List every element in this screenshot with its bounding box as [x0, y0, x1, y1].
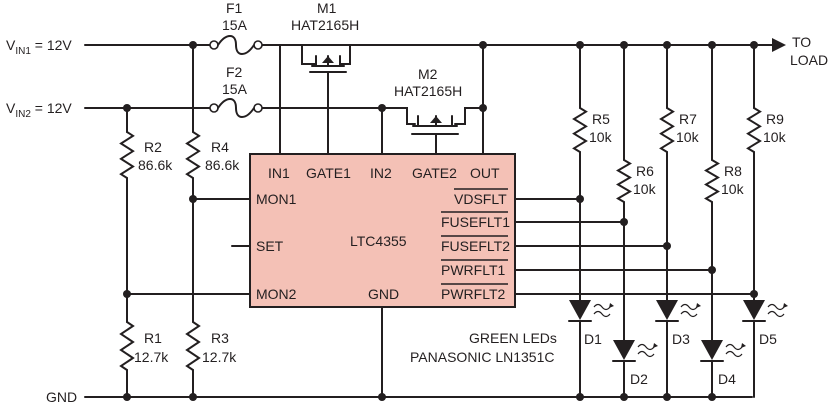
m2-ref: M2 [418, 66, 438, 82]
resistor-r1-symbol [119, 321, 135, 371]
d4-label: D4 [718, 371, 736, 387]
pin-gate1: GATE1 [306, 165, 351, 181]
pin-mon1: MON1 [256, 191, 297, 207]
to-load-line2: LOAD [790, 52, 828, 68]
f2-value: 15A [222, 81, 248, 97]
mosfet-m1 [309, 55, 347, 81]
pin-vdsflt: VDSFLT [454, 191, 507, 207]
vin1-label: VIN1 = 12V [6, 37, 72, 57]
r6-ref: R6 [636, 163, 654, 179]
led-d4-symbol [700, 340, 746, 362]
f1-value: 15A [222, 17, 248, 33]
r7-value: 10k [676, 129, 700, 145]
pin-set: SET [256, 238, 284, 254]
fuse-f2 [209, 98, 263, 118]
led-note-line1: GREEN LEDs [469, 330, 557, 346]
ic-ltc4355-body [249, 153, 516, 308]
resistor-r7-symbol [659, 107, 675, 153]
to-load-arrow [772, 38, 786, 52]
pin-gnd: GND [368, 286, 399, 302]
led-d1-symbol [568, 300, 614, 322]
r8-value: 10k [721, 181, 745, 197]
d2-label: D2 [630, 371, 648, 387]
pin-gate2: GATE2 [412, 165, 457, 181]
r4-value: 86.6k [205, 157, 240, 173]
pin-in1: IN1 [268, 165, 290, 181]
r5-value: 10k [589, 129, 613, 145]
active-low-overbars [441, 188, 508, 285]
f1-ref: F1 [226, 0, 243, 16]
to-load-line1: TO [792, 34, 811, 50]
junction-dots [123, 41, 758, 401]
fuse-f1 [209, 35, 263, 55]
resistor-r4-symbol [185, 131, 201, 179]
pin-fuseflt1: FUSEFLT1 [441, 214, 510, 230]
resistor-r8-symbol [704, 159, 720, 203]
r8-ref: R8 [724, 163, 742, 179]
r6-value: 10k [633, 181, 657, 197]
d5-label: D5 [759, 331, 777, 347]
d1-label: D1 [584, 331, 602, 347]
pin-pwrflt1: PWRFLT1 [441, 262, 506, 278]
resistor-r2-symbol [119, 131, 135, 179]
led-d5-symbol [742, 300, 788, 322]
pin-out: OUT [470, 165, 500, 181]
m1-ref: M1 [317, 0, 337, 16]
resistor-zigzags [119, 107, 762, 371]
m1-part: HAT2165H [291, 17, 359, 33]
d3-label: D3 [672, 331, 690, 347]
led-symbols [568, 300, 788, 362]
pin-fuseflt2: FUSEFLT2 [441, 238, 510, 254]
led-d3-symbol [655, 300, 701, 322]
r9-ref: R9 [766, 111, 784, 127]
gnd-rail-label: GND [46, 389, 77, 405]
r2-ref: R2 [144, 139, 162, 155]
resistor-r5-symbol [572, 107, 588, 153]
r4-ref: R4 [211, 139, 229, 155]
pin-in2: IN2 [370, 165, 392, 181]
r3-ref: R3 [211, 330, 229, 346]
led-d2-symbol [612, 340, 658, 362]
r5-ref: R5 [592, 111, 610, 127]
r7-ref: R7 [679, 111, 697, 127]
vin2-label: VIN2 = 12V [6, 100, 72, 120]
m2-part: HAT2165H [394, 83, 462, 99]
pin-mon2: MON2 [256, 286, 297, 302]
resistor-r6-symbol [616, 159, 632, 203]
mosfet-m2 [411, 115, 459, 145]
pin-pwrflt2: PWRFLT2 [441, 286, 506, 302]
resistor-r3-symbol [185, 321, 201, 371]
f2-ref: F2 [226, 64, 243, 80]
resistor-r9-symbol [746, 107, 762, 153]
r2-value: 86.6k [138, 157, 173, 173]
r9-value: 10k [763, 129, 787, 145]
r3-value: 12.7k [202, 349, 237, 365]
r1-value: 12.7k [134, 349, 169, 365]
ic-name: LTC4355 [350, 233, 407, 249]
r1-ref: R1 [144, 330, 162, 346]
led-note-line2: PANASONIC LN1351C [410, 349, 554, 365]
